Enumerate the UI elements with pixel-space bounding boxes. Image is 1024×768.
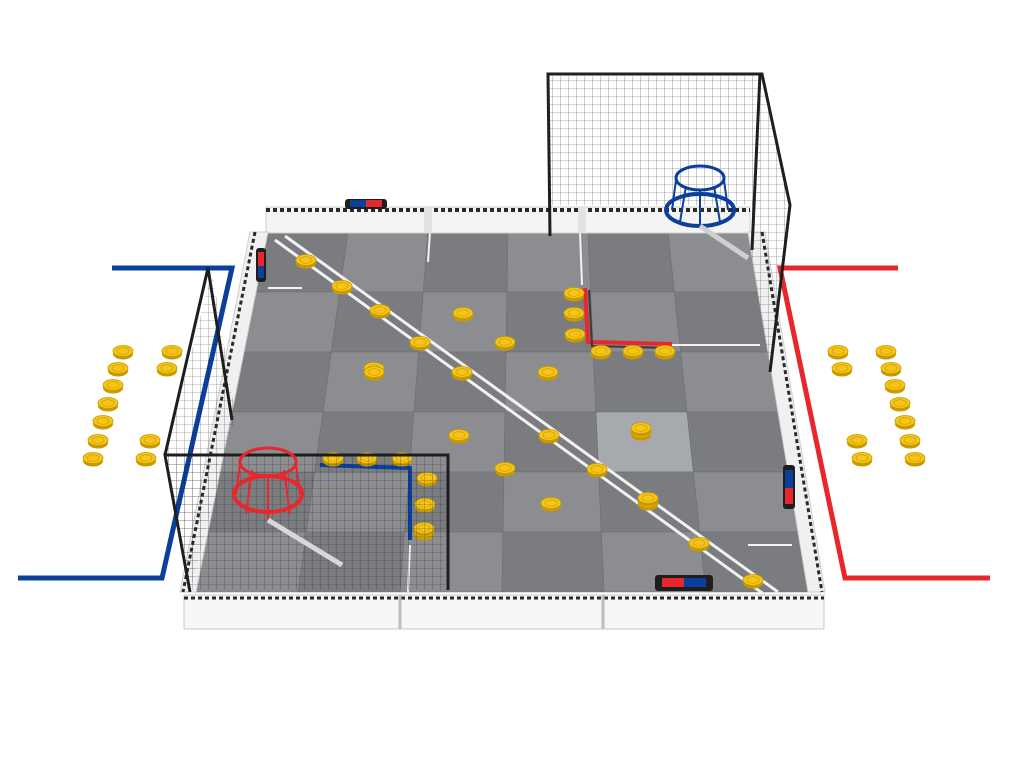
floor-tile — [506, 231, 591, 293]
blue-goal-net-side — [750, 76, 790, 370]
yellow-disc-icon — [846, 434, 868, 449]
far-wall-post-1 — [424, 207, 432, 233]
floor-tile — [595, 411, 694, 473]
yellow-disc-icon — [622, 345, 644, 360]
yellow-disc-icon — [102, 379, 124, 394]
yellow-disc-icon — [331, 280, 353, 295]
yellow-disc-icon — [82, 452, 104, 467]
red-goal-frame — [163, 453, 450, 593]
yellow-disc-icon — [875, 345, 897, 360]
yellow-disc-icon — [688, 537, 710, 552]
yellow-disc-icon — [295, 254, 317, 269]
diagonal-tape-a — [274, 238, 766, 597]
rollers — [256, 199, 795, 591]
yellow-disc-icon — [112, 345, 134, 360]
roller-left — [256, 248, 266, 282]
floor-tile — [339, 231, 429, 293]
yellow-disc-icon — [161, 345, 183, 360]
floor-tile — [680, 351, 779, 413]
floor-tile — [692, 471, 799, 533]
yellow-disc-icon — [156, 362, 178, 377]
roller-near — [655, 575, 713, 591]
yellow-disc-icon — [97, 397, 119, 412]
yellow-disc-icon — [494, 336, 516, 351]
floor-tile — [667, 231, 759, 293]
floor-tile — [231, 351, 332, 413]
floor-tile — [243, 291, 341, 353]
roller-right — [783, 465, 795, 509]
yellow-disc-icon — [831, 362, 853, 377]
field-tape — [268, 231, 792, 597]
yellow-disc-icon — [563, 307, 585, 322]
yellow-disc-icon — [742, 574, 764, 589]
right-wall-trim — [760, 231, 824, 593]
far-wall-post-2 — [578, 207, 586, 233]
yellow-disc-icon — [586, 463, 608, 478]
floor-tile — [322, 351, 419, 413]
yellow-disc-icon — [654, 345, 676, 360]
floor-tile — [501, 531, 605, 593]
yellow-disc-icon — [899, 434, 921, 449]
yellow-disc-icon — [590, 345, 612, 360]
yellow-disc-icon — [451, 366, 473, 381]
yellow-disc-icon — [107, 362, 129, 377]
yellow-disc-icon — [563, 287, 585, 302]
floor-tile — [686, 411, 789, 473]
yellow-disc-icon — [537, 366, 559, 381]
yellow-disc-icon — [363, 366, 385, 381]
yellow-disc-icon — [448, 429, 470, 444]
yellow-disc-icon — [494, 462, 516, 477]
red-low-goal-barrier — [583, 287, 673, 346]
yellow-disc-icon — [139, 434, 161, 449]
yellow-disc-icon — [904, 452, 926, 467]
blue-high-goal — [546, 72, 792, 373]
near-wall — [183, 594, 825, 630]
red-goal-net-side — [165, 270, 235, 590]
yellow-disc-icon — [540, 497, 562, 512]
blue-goal-net-back — [550, 76, 760, 205]
yellow-disc-icon — [880, 362, 902, 377]
yellow-disc-icon — [851, 452, 873, 467]
blue-goal-post — [750, 73, 762, 251]
blue-goal-frame — [546, 72, 792, 373]
diagonal-tape-b — [284, 234, 779, 594]
yellow-disc-icon — [87, 434, 109, 449]
yellow-disc-icon — [369, 304, 391, 319]
yellow-disc-icon — [827, 345, 849, 360]
roller-far — [345, 199, 387, 209]
yellow-disc-icon — [637, 492, 659, 507]
red-alliance-station — [776, 265, 990, 581]
mid-tape-top-b — [579, 231, 583, 286]
red-station-line — [776, 265, 990, 581]
floor-tile — [593, 351, 688, 413]
floor-tile — [505, 291, 594, 353]
red-high-goal — [163, 267, 450, 593]
yellow-disc-icon — [92, 415, 114, 430]
yellow-disc-icon — [894, 415, 916, 430]
yellow-disc-icon — [135, 452, 157, 467]
yellow-disc-icon — [630, 422, 652, 437]
floor-tile — [423, 231, 509, 293]
yellow-disc-icon — [889, 397, 911, 412]
yellow-disc-icon — [452, 307, 474, 322]
yellow-disc-icon — [409, 336, 431, 351]
red-goal-frame-side — [163, 267, 234, 456]
floor-tile — [673, 291, 769, 353]
preload-discs — [82, 345, 926, 467]
red-low-goal-barrier-shadow — [588, 289, 673, 349]
yellow-disc-icon — [884, 379, 906, 394]
mid-tape-top — [427, 231, 431, 263]
yellow-disc-icon — [564, 328, 586, 343]
blue-disc-goal-basket-icon — [664, 164, 750, 261]
floor-tile — [587, 231, 675, 293]
red-disc-goal-basket-icon — [232, 446, 344, 568]
yellow-disc-icon — [538, 429, 560, 444]
